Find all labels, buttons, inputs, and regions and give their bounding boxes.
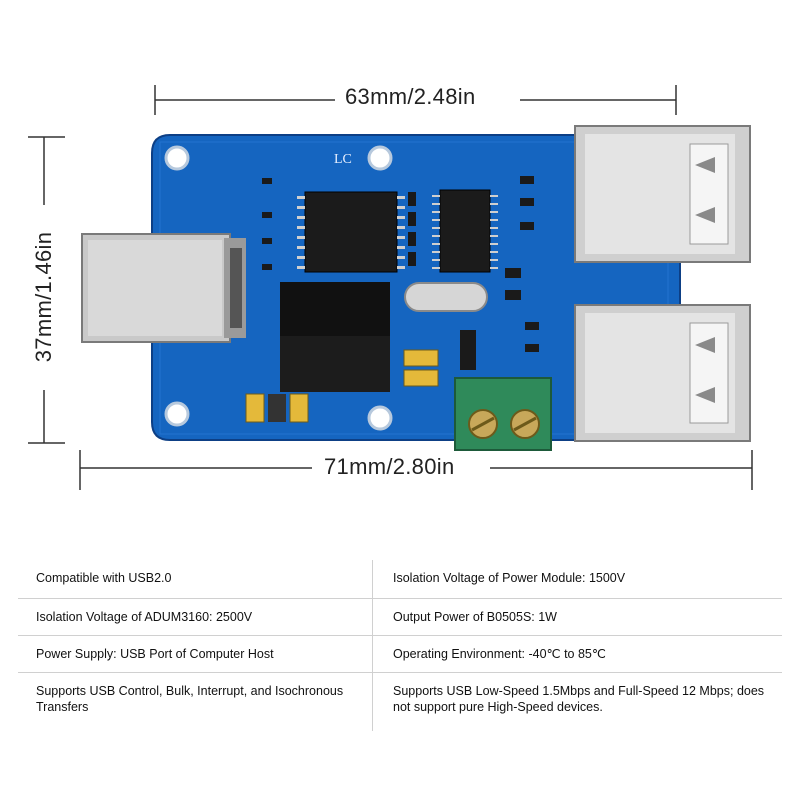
usb-a-port-top <box>574 125 751 263</box>
mounting-holes <box>164 145 393 431</box>
usb-hub-chip <box>432 189 498 273</box>
dimension-width-top: 63mm/2.48in <box>339 84 482 110</box>
table-row: Supports USB Control, Bulk, Interrupt, a… <box>18 672 782 731</box>
usb-isolator-board-illustration: LC <box>28 85 753 490</box>
tantalum-capacitors <box>245 349 439 423</box>
product-figure: LC <box>28 84 753 490</box>
power-module-upper <box>280 282 390 338</box>
adum3160-chip <box>297 191 405 273</box>
usb-b-connector <box>81 233 246 343</box>
screw-terminal-block <box>454 377 552 451</box>
dimension-width-bottom: 71mm/2.80in <box>318 454 461 480</box>
spec-cell: Supports USB Low-Speed 1.5Mbps and Full-… <box>372 672 782 731</box>
spec-cell: Compatible with USB2.0 <box>18 560 373 599</box>
crystal-oscillator <box>404 282 488 312</box>
power-module-lower <box>280 336 390 392</box>
usb-a-port-bottom <box>574 304 751 442</box>
spec-cell: Output Power of B0505S: 1W <box>372 598 782 636</box>
smd-components <box>262 176 539 370</box>
spec-cell: Power Supply: USB Port of Computer Host <box>18 635 373 673</box>
table-row: Compatible with USB2.0 Isolation Voltage… <box>18 560 782 599</box>
spec-cell: Supports USB Control, Bulk, Interrupt, a… <box>18 672 373 731</box>
table-row: Power Supply: USB Port of Computer Host … <box>18 635 782 673</box>
dimension-lines <box>28 85 753 490</box>
spec-cell: Isolation Voltage of Power Module: 1500V <box>393 571 626 585</box>
spec-cell: Isolation Voltage of ADUM3160: 2500V <box>18 598 373 636</box>
specifications-table: Compatible with USB2.0 Isolation Voltage… <box>18 560 782 731</box>
silkscreen-logo: LC <box>334 152 352 167</box>
spec-cell: Operating Environment: -40℃ to 85℃ <box>372 635 782 673</box>
table-row: Isolation Voltage of ADUM3160: 2500V Out… <box>18 598 782 636</box>
dimension-height-left: 37mm/1.46in <box>31 225 57 369</box>
